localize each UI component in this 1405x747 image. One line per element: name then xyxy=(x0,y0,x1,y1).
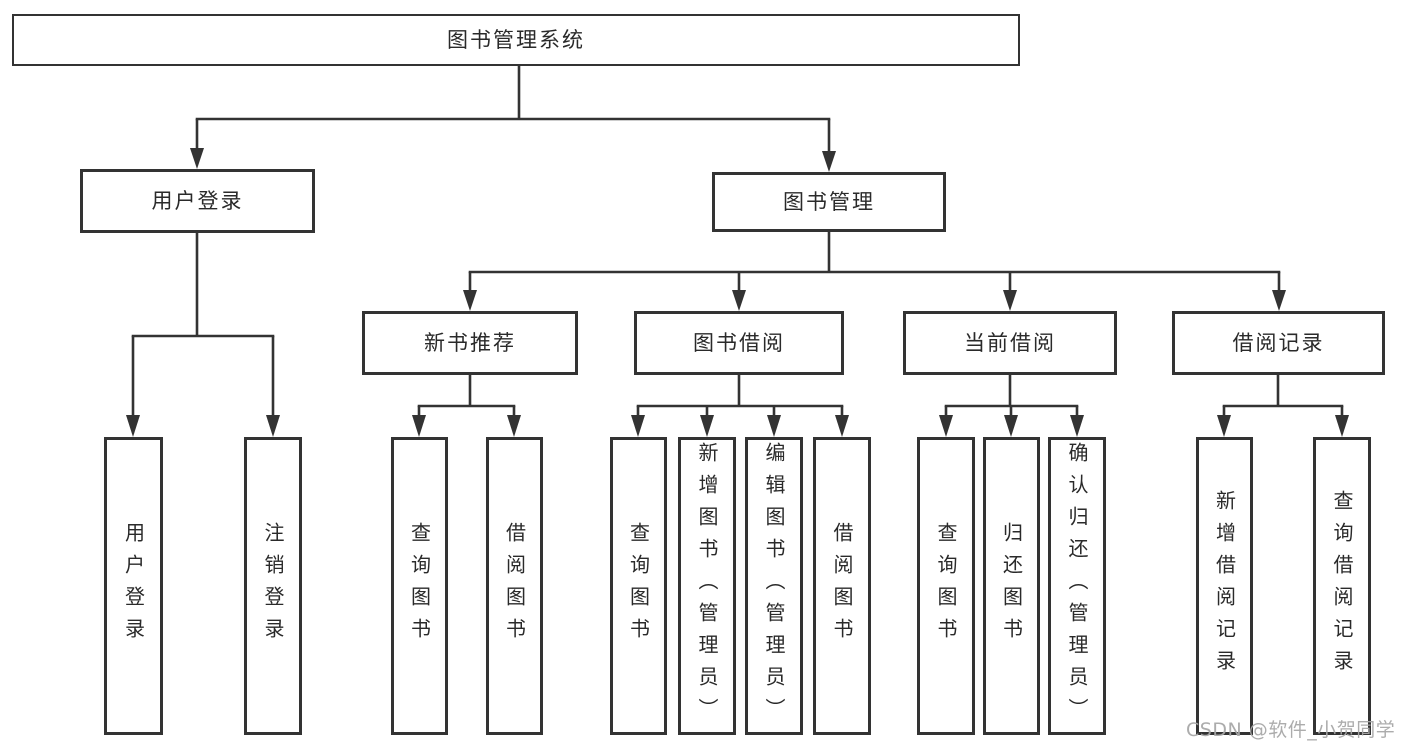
node-book-borrow: 图书借阅 xyxy=(634,311,844,375)
node-user-login: 用户登录 xyxy=(80,169,315,233)
connector-book-management xyxy=(463,232,1286,311)
leaf-user-login: 用户登录 xyxy=(104,437,163,735)
node-label: 当前借阅 xyxy=(964,330,1056,355)
leaf-query-books-borrow: 查询图书 xyxy=(610,437,667,735)
csdn-watermark: CSDN @软件_小贺同学 xyxy=(1186,719,1396,741)
node-label: 查询图书 xyxy=(407,522,432,650)
node-label: 图书借阅 xyxy=(693,330,785,355)
connector-new-book-recommend xyxy=(412,375,521,437)
node-label: 查询借阅记录 xyxy=(1330,490,1354,682)
node-label: 新增借阅记录 xyxy=(1212,490,1237,682)
node-new-book-recommend: 新书推荐 xyxy=(362,311,578,375)
connector-current-borrow xyxy=(939,374,1084,437)
connector-root xyxy=(190,66,836,172)
leaf-query-books-recommend: 查询图书 xyxy=(391,437,448,735)
leaf-return-book: 归还图书 xyxy=(983,437,1040,735)
connector-book-borrow xyxy=(631,375,849,437)
node-label: 归还图书 xyxy=(999,522,1024,650)
node-root-library-management-system: 图书管理系统 xyxy=(12,14,1020,66)
leaf-query-borrow-record: 查询借阅记录 xyxy=(1313,437,1371,735)
leaf-borrow-books: 借阅图书 xyxy=(813,437,871,735)
node-label: 新书推荐 xyxy=(424,330,516,355)
node-label: 注销登录 xyxy=(261,522,285,650)
node-label: 借阅记录 xyxy=(1232,330,1325,355)
node-label: 借阅图书 xyxy=(502,522,527,650)
node-book-management: 图书管理 xyxy=(712,172,946,232)
node-label: 用户登录 xyxy=(151,188,244,213)
node-label: 查询图书 xyxy=(626,522,651,650)
leaf-edit-book-admin: 编辑图书（管理员） xyxy=(745,437,803,735)
node-label: 用户登录 xyxy=(121,522,146,650)
node-borrow-records: 借阅记录 xyxy=(1172,311,1385,375)
node-label: 编辑图书（管理员） xyxy=(762,442,786,730)
leaf-query-books-current: 查询图书 xyxy=(917,437,975,735)
node-label: 图书管理系统 xyxy=(447,27,585,52)
connector-user-login xyxy=(126,233,280,437)
leaf-logout: 注销登录 xyxy=(244,437,302,735)
leaf-confirm-return-admin: 确认归还（管理员） xyxy=(1048,437,1106,735)
node-label: 确认归还（管理员） xyxy=(1065,442,1089,730)
leaf-add-borrow-record: 新增借阅记录 xyxy=(1196,437,1253,735)
node-label: 查询图书 xyxy=(934,522,958,650)
node-label: 新增图书（管理员） xyxy=(695,442,719,730)
node-label: 借阅图书 xyxy=(830,522,854,650)
node-current-borrow: 当前借阅 xyxy=(903,311,1117,375)
leaf-borrow-books-recommend: 借阅图书 xyxy=(486,437,543,735)
leaf-add-book-admin: 新增图书（管理员） xyxy=(678,437,736,735)
node-label: 图书管理 xyxy=(783,189,875,214)
connector-borrow-records xyxy=(1217,374,1349,437)
